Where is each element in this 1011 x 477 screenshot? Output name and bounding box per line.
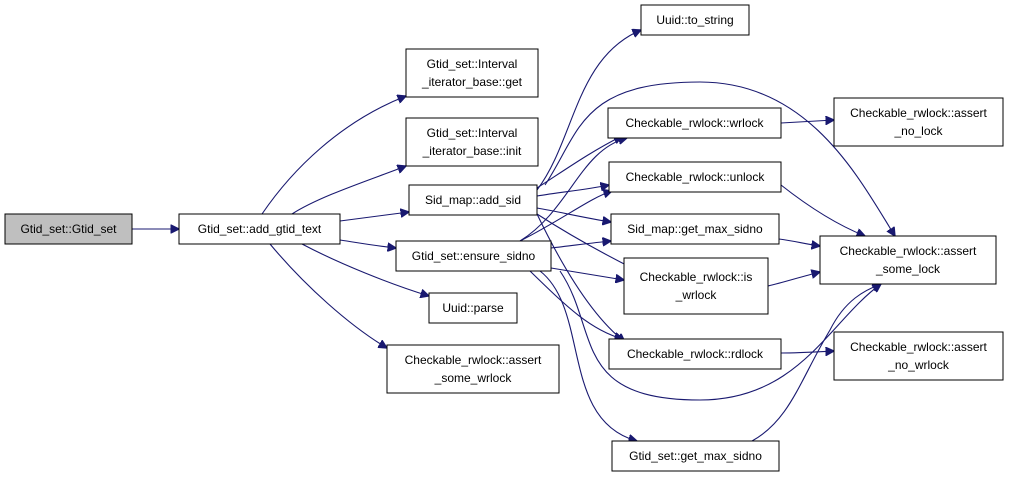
node-label: Checkable_rwlock::rdlock xyxy=(627,347,764,361)
edge-sid_add-to-uuid_to_string xyxy=(536,30,641,191)
edge-unlock-to-assert_some_lock xyxy=(780,184,865,236)
node-box xyxy=(428,292,518,324)
node-ensure-sidno[interactable]: Gtid_set::ensure_sidno xyxy=(395,240,552,272)
node-box xyxy=(833,97,1004,147)
edge-add_gtid_text-to-iter_init xyxy=(291,166,406,215)
node-label: Checkable_rwlock::assert xyxy=(840,244,977,258)
node-label: _wrlock xyxy=(675,288,718,302)
nodes-layer: Gtid_set::Gtid_set Gtid_set::add_gtid_tex… xyxy=(4,4,1004,472)
node-rdlock[interactable]: Checkable_rwlock::rdlock xyxy=(608,338,782,370)
edge-ensure_sidno-to-assert_some_lock xyxy=(559,270,881,401)
node-box xyxy=(833,331,1004,381)
edge-ensure_sidno-to-gtidset_max_sidno xyxy=(539,270,637,441)
node-wrlock[interactable]: Checkable_rwlock::wrlock xyxy=(607,107,782,139)
node-assert-no-lock[interactable]: Checkable_rwlock::assert_no_lock xyxy=(833,97,1004,147)
edge-ensure_sidno-to-sidmap_max_sidno xyxy=(550,241,611,249)
node-box xyxy=(608,338,782,370)
node-sidmap-max-sidno[interactable]: Sid_map::get_max_sidno xyxy=(610,213,780,245)
edge-add_gtid_text-to-uuid_parse xyxy=(301,243,429,296)
node-box xyxy=(819,235,997,285)
node-box xyxy=(4,213,133,245)
node-label: Uuid::parse xyxy=(442,301,504,315)
node-label: Uuid::to_string xyxy=(656,13,733,27)
node-label: _iterator_base::init xyxy=(422,144,522,158)
node-label: Checkable_rwlock::assert xyxy=(850,340,987,354)
edge-gtidset_max_sidno-to-assert_some_lock xyxy=(751,284,881,442)
edge-ensure_sidno-to-rdlock xyxy=(529,270,623,339)
edge-add_gtid_text-to-iter_get xyxy=(261,96,406,215)
node-gtidset-max-sidno[interactable]: Gtid_set::get_max_sidno xyxy=(611,440,780,472)
node-label: _iterator_base::get xyxy=(421,75,523,89)
node-box xyxy=(623,257,769,315)
node-label: Checkable_rwlock::assert xyxy=(405,353,542,367)
node-label: Checkable_rwlock::wrlock xyxy=(625,116,764,130)
node-gtid-set-ctor[interactable]: Gtid_set::Gtid_set xyxy=(4,213,133,245)
node-label: Gtid_set::get_max_sidno xyxy=(629,449,762,463)
node-label: _no_wrlock xyxy=(887,358,950,372)
edge-add_gtid_text-to-assert_some_wrlock xyxy=(269,243,387,348)
node-label: Sid_map::get_max_sidno xyxy=(627,222,763,236)
edge-add_gtid_text-to-ensure_sidno xyxy=(339,239,396,248)
node-label: Gtid_set::add_gtid_text xyxy=(198,222,322,236)
node-label: Gtid_set::Interval xyxy=(427,57,518,71)
node-label: _some_lock xyxy=(875,262,941,276)
node-box xyxy=(608,161,782,193)
edge-sid_add-to-assert_some_lock xyxy=(544,81,895,236)
node-label: _no_lock xyxy=(893,124,943,138)
node-label: Gtid_set::Interval xyxy=(427,126,518,140)
node-box xyxy=(408,184,538,216)
node-label: _some_wrlock xyxy=(434,371,513,385)
node-assert-no-wrlock[interactable]: Checkable_rwlock::assert_no_wrlock xyxy=(833,331,1004,381)
edge-wrlock-to-assert_no_lock xyxy=(780,120,834,123)
node-box xyxy=(405,117,539,167)
edge-ensure_sidno-to-unlock xyxy=(519,191,612,242)
node-uuid-to-string[interactable]: Uuid::to_string xyxy=(640,4,750,36)
node-label: Gtid_set::Gtid_set xyxy=(20,222,117,236)
node-label: Sid_map::add_sid xyxy=(425,193,521,207)
node-box xyxy=(610,213,780,245)
node-iter-init[interactable]: Gtid_set::Interval_iterator_base::init xyxy=(405,117,539,167)
node-box xyxy=(607,107,782,139)
node-iter-get[interactable]: Gtid_set::Interval_iterator_base::get xyxy=(405,48,539,98)
edge-sidmap_max_sidno-to-assert_some_lock xyxy=(778,238,820,246)
node-add-gtid-text[interactable]: Gtid_set::add_gtid_text xyxy=(178,213,341,245)
node-label: Checkable_rwlock::is xyxy=(640,270,753,284)
edge-rdlock-to-assert_no_wrlock xyxy=(780,351,834,353)
node-is-wrlock[interactable]: Checkable_rwlock::is_wrlock xyxy=(623,257,769,315)
node-sid-add[interactable]: Sid_map::add_sid xyxy=(408,184,538,216)
edge-ensure_sidno-to-is_wrlock xyxy=(550,267,624,280)
edge-ensure_sidno-to-wrlock xyxy=(519,138,627,242)
node-box xyxy=(405,48,539,98)
edge-add_gtid_text-to-sid_add xyxy=(339,212,409,222)
node-label: Checkable_rwlock::unlock xyxy=(626,170,766,184)
edges-layer xyxy=(132,30,895,441)
node-box xyxy=(395,240,552,272)
edge-sid_add-to-wrlock xyxy=(536,136,622,189)
node-assert-some-lock[interactable]: Checkable_rwlock::assert_some_lock xyxy=(819,235,997,285)
node-box xyxy=(178,213,341,245)
edge-sid_add-to-unlock xyxy=(536,185,609,197)
edge-sid_add-to-rdlock xyxy=(536,213,625,342)
node-unlock[interactable]: Checkable_rwlock::unlock xyxy=(608,161,782,193)
edge-sid_add-to-sidmap_max_sidno xyxy=(536,207,611,222)
node-assert-some-wrlock[interactable]: Checkable_rwlock::assert_some_wrlock xyxy=(386,344,560,394)
node-box xyxy=(386,344,560,394)
node-label: Gtid_set::ensure_sidno xyxy=(412,249,536,263)
node-uuid-parse[interactable]: Uuid::parse xyxy=(428,292,518,324)
node-box xyxy=(611,440,780,472)
edge-is_wrlock-to-assert_some_lock xyxy=(767,272,820,287)
node-box xyxy=(640,4,750,36)
node-label: Checkable_rwlock::assert xyxy=(850,106,987,120)
